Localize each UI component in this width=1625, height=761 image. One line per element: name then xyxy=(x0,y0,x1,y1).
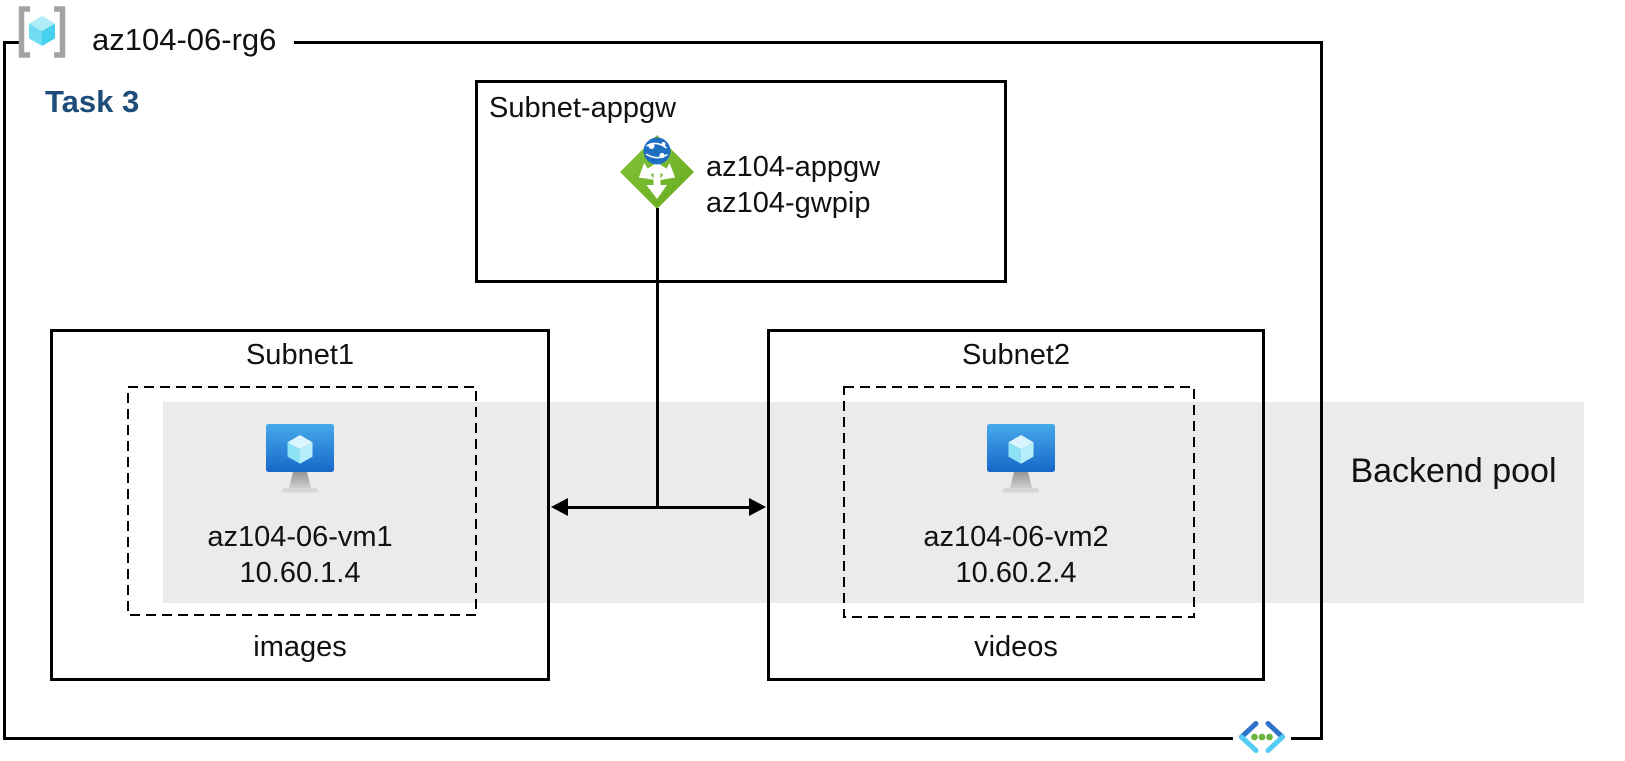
subnet2-caption: videos xyxy=(974,631,1058,663)
subnet1-name: Subnet1 xyxy=(245,339,355,371)
appgw-name: az104-appgw xyxy=(706,151,881,183)
virtual-machine-icon xyxy=(987,424,1055,498)
virtual-network-icon xyxy=(1236,719,1288,755)
subnet1-box xyxy=(50,329,550,681)
vm1-labels: az104-06-vm1 10.60.1.4 xyxy=(50,519,550,591)
subnet-appgw-box xyxy=(475,80,1007,283)
vm2-labels: az104-06-vm2 10.60.2.4 xyxy=(767,519,1265,591)
vm1-ip: 10.60.1.4 xyxy=(239,557,361,589)
arrowhead-right xyxy=(749,498,766,516)
backend-pool-band xyxy=(163,402,1584,603)
vm2-ip: 10.60.2.4 xyxy=(955,557,1077,589)
appgw-connector-line xyxy=(656,208,659,508)
subnet2-dashed-box xyxy=(843,386,1195,623)
subnet-connector-line xyxy=(560,506,762,509)
vm2-name: az104-06-vm2 xyxy=(923,521,1109,553)
subnet-appgw-name: Subnet-appgw xyxy=(489,92,677,124)
subnet1-caption: images xyxy=(253,631,347,663)
backend-pool-label: Backend pool xyxy=(1350,452,1557,490)
virtual-machine-icon xyxy=(266,424,334,498)
resource-group-name: az104-06-rg6 xyxy=(92,22,277,57)
vm1-name: az104-06-vm1 xyxy=(207,521,393,553)
resource-group-box xyxy=(3,41,1323,740)
subnet2-box xyxy=(767,329,1265,681)
application-gateway-icon xyxy=(617,132,697,212)
appgw-public-ip-name: az104-gwpip xyxy=(706,187,871,219)
resource-group-icon xyxy=(18,6,66,58)
arrowhead-left xyxy=(551,498,568,516)
rg-border-gap xyxy=(20,36,294,50)
task-label: Task 3 xyxy=(45,84,140,119)
appgw-labels: az104-appgw az104-gwpip xyxy=(706,149,880,221)
subnet2-name: Subnet2 xyxy=(961,339,1071,371)
